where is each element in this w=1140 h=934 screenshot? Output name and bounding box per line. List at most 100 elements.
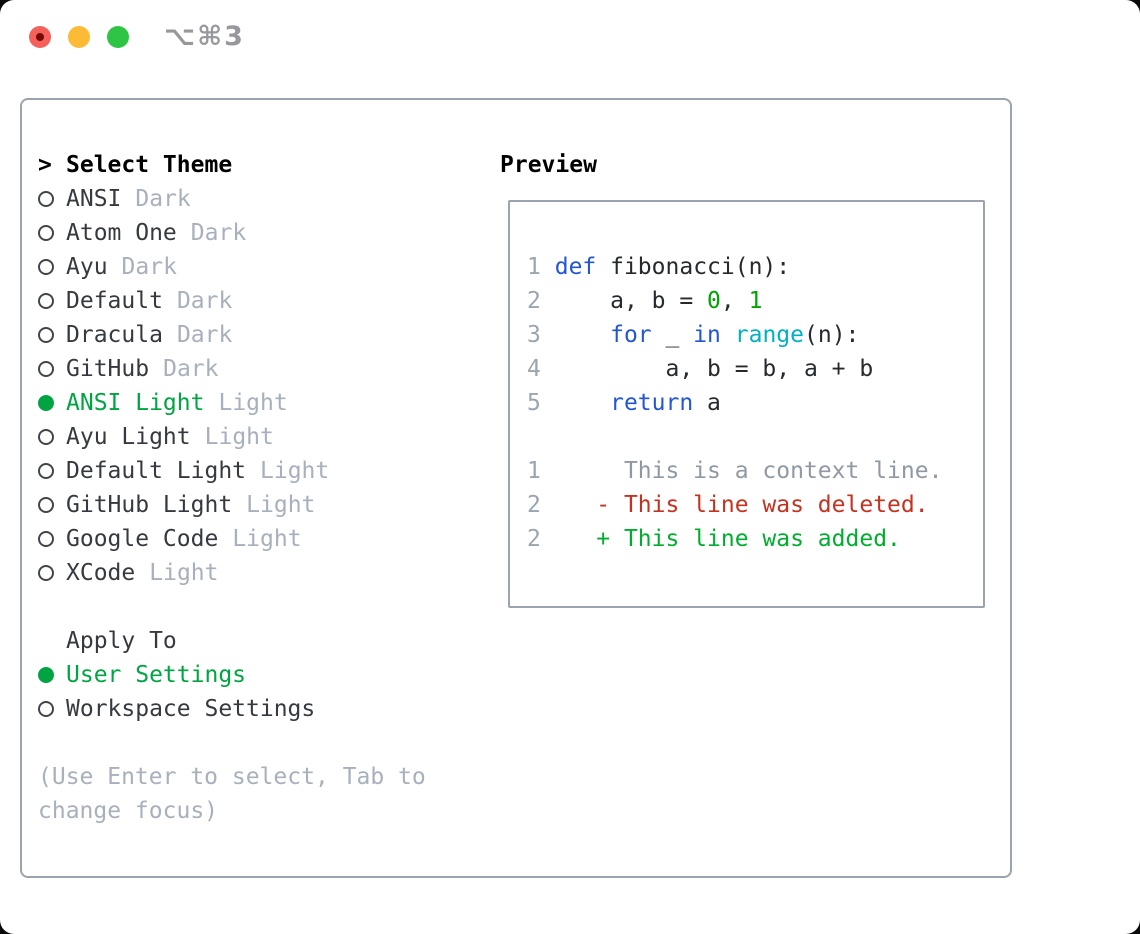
theme-option-github[interactable]: GitHub Dark <box>38 352 498 386</box>
code-segment-plain: fibonacci(n): <box>596 254 791 280</box>
code-segment-plain <box>721 322 735 348</box>
code-line: 2 a, b = 0, 1 <box>527 284 983 318</box>
variant-label: Dark <box>163 356 219 382</box>
radio-unselected-icon <box>38 497 66 513</box>
option-label: Default Light <box>66 458 247 484</box>
theme-option-default[interactable]: Default Dark <box>38 284 498 318</box>
radio-unselected-icon <box>38 429 66 445</box>
code-line: 2 - This line was deleted. <box>527 488 983 522</box>
zoom-button-icon[interactable] <box>107 26 129 48</box>
code-line: 5 return a <box>527 386 983 420</box>
apply-option-workspace-settings[interactable]: Workspace Settings <box>38 692 498 726</box>
code-segment-number: 0 <box>707 288 721 314</box>
line-number: 4 <box>527 356 541 382</box>
theme-option-ayu-light[interactable]: Ayu Light Light <box>38 420 498 454</box>
radio-unselected-icon <box>38 531 66 547</box>
line-number: 2 <box>527 288 541 314</box>
close-dot-icon <box>36 33 44 41</box>
variant-label: Light <box>260 458 330 484</box>
code-segment-deleted: - This line was deleted. <box>596 492 929 518</box>
code-segment-keyword: for <box>610 322 652 348</box>
option-label: ANSI <box>66 186 122 212</box>
option-label: GitHub Light <box>66 492 233 518</box>
variant-label: Light <box>218 390 288 416</box>
apply-option-user-settings[interactable]: User Settings <box>38 658 498 692</box>
code-line: 3 for _ in range(n): <box>527 318 983 352</box>
code-segment-builtin: range <box>734 322 805 348</box>
code-line: 4 a, b = b, a + b <box>527 352 983 386</box>
line-number: 1 <box>527 254 541 280</box>
option-label: Default <box>66 288 163 314</box>
variant-label: Dark <box>121 254 177 280</box>
line-number: 5 <box>527 390 541 416</box>
radio-unselected-icon <box>38 191 66 207</box>
code-line: 1 def fibonacci(n): <box>527 250 983 284</box>
code-segment-plain: , <box>720 288 749 314</box>
option-label: GitHub <box>66 356 150 382</box>
code-segment-plain: a, b = <box>540 288 708 314</box>
variant-label: Light <box>232 526 302 552</box>
variant-label: Light <box>204 424 274 450</box>
code-line <box>527 420 983 454</box>
minimize-button-icon[interactable] <box>68 26 90 48</box>
option-label: ANSI Light <box>66 390 205 416</box>
window-shortcut-label: ⌥⌘3 <box>164 21 245 52</box>
variant-label: Dark <box>176 288 233 314</box>
code-segment-plain: a, b = b, a + b <box>540 356 874 382</box>
theme-option-ansi[interactable]: ANSI Dark <box>38 182 498 216</box>
line-number: 1 <box>527 458 541 484</box>
variant-label: Light <box>246 492 316 518</box>
apply-to-header: Apply To <box>38 624 498 658</box>
code-segment-plain: (n): <box>804 322 860 348</box>
radio-unselected-icon <box>38 701 66 717</box>
radio-unselected-icon <box>38 327 66 343</box>
radio-unselected-icon <box>38 225 66 241</box>
theme-option-github-light[interactable]: GitHub Light Light <box>38 488 498 522</box>
code-segment-keyword: in <box>693 322 721 348</box>
radio-selected-icon <box>38 667 66 683</box>
radio-unselected-icon <box>38 293 66 309</box>
code-segment-plain: _ <box>651 322 694 348</box>
variant-label: Light <box>149 560 219 586</box>
radio-unselected-icon <box>38 463 66 479</box>
theme-option-default-light[interactable]: Default Light Light <box>38 454 498 488</box>
code-segment-keyword: return <box>610 390 694 416</box>
code-segment-keyword: def <box>554 254 597 280</box>
keyboard-hint: (Use Enter to select, Tab to change focu… <box>38 764 426 824</box>
line-number: 3 <box>527 322 541 348</box>
select-theme-header: > Select Theme <box>38 148 498 182</box>
theme-option-ayu[interactable]: Ayu Dark <box>38 250 498 284</box>
code-line: 1 This is a context line. <box>527 454 983 488</box>
code-segment-number: 1 <box>748 288 763 314</box>
code-segment-plain: a <box>693 390 721 416</box>
option-label: User Settings <box>66 662 247 688</box>
variant-label: Dark <box>176 322 233 348</box>
theme-option-ansi-light[interactable]: ANSI Light Light <box>38 386 498 420</box>
radio-unselected-icon <box>38 361 66 377</box>
apply-to-title: Apply To <box>66 628 177 654</box>
variant-label: Dark <box>190 220 247 246</box>
focus-caret-icon: > <box>38 152 52 178</box>
code-segment-context: This is a context line. <box>540 458 943 484</box>
option-label: Workspace Settings <box>66 696 316 722</box>
code-segment-plain <box>541 390 610 416</box>
code-segment-plain <box>541 254 555 280</box>
option-label: Ayu <box>66 254 108 280</box>
radio-selected-icon <box>38 395 66 411</box>
close-button-icon[interactable] <box>29 26 51 48</box>
variant-label: Dark <box>135 186 191 212</box>
option-label: Ayu Light <box>66 424 191 450</box>
radio-unselected-icon <box>38 259 66 275</box>
preview-title: Preview <box>500 152 597 178</box>
